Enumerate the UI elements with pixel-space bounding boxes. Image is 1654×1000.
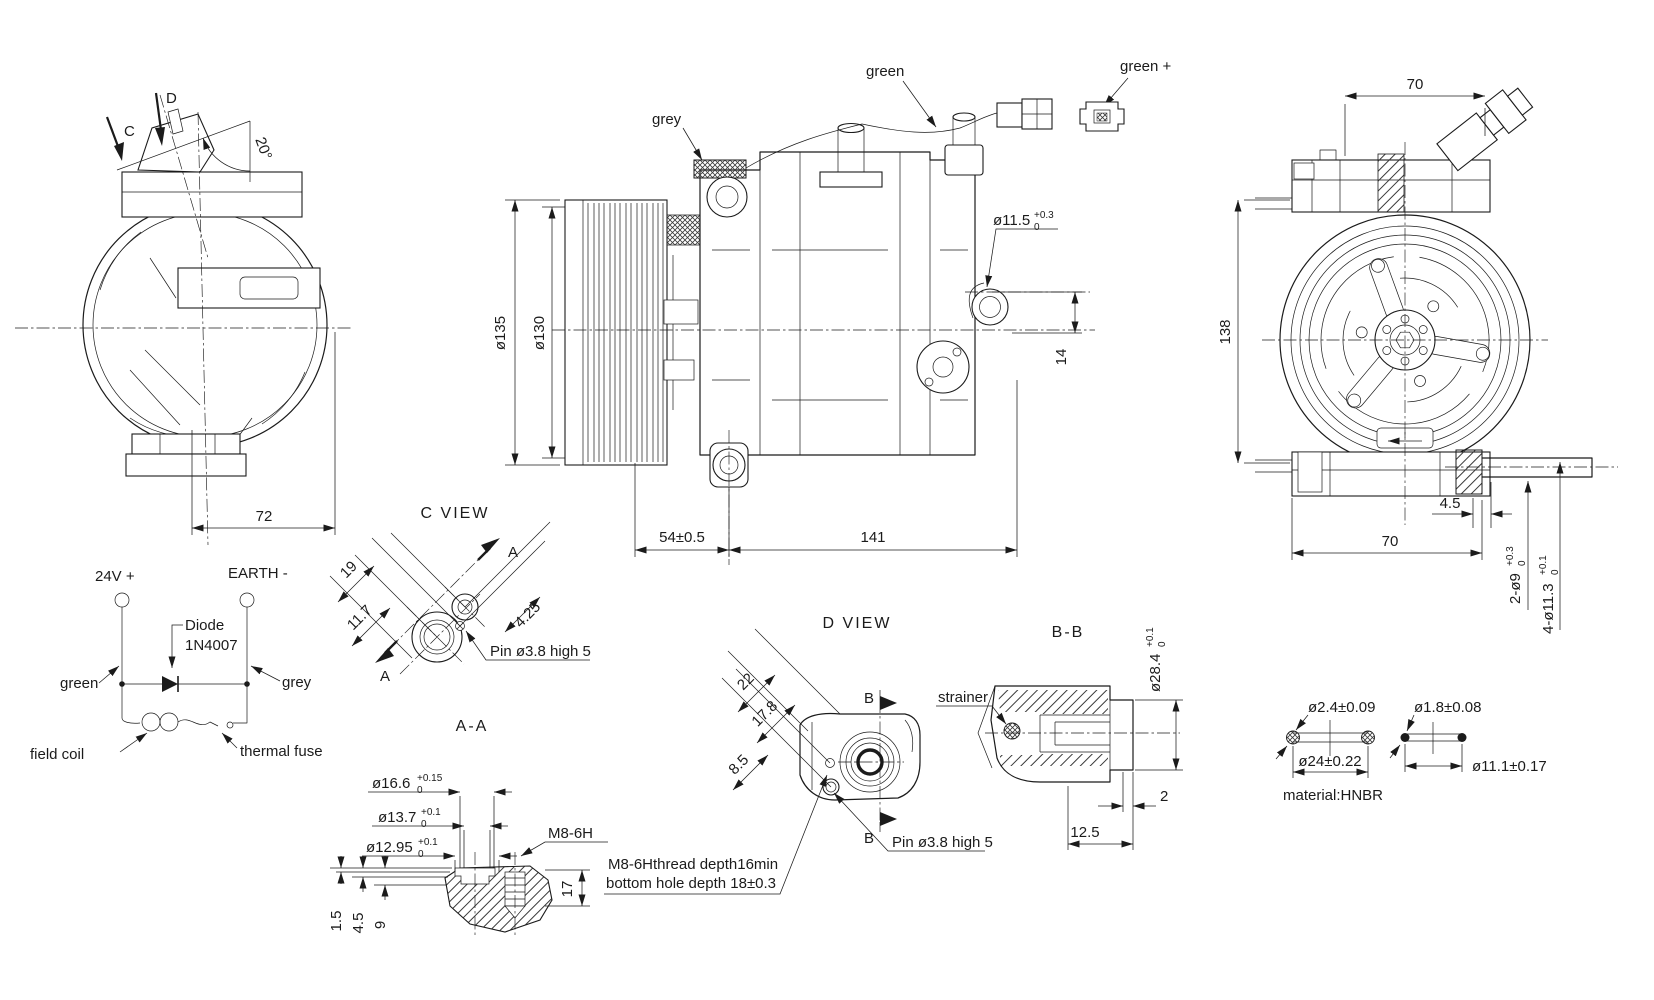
circuit-earth-label: EARTH - — [228, 565, 288, 582]
oring-details: ø2.4±0.09 ø24±0.22 material:HNBR ø1.8±0.… — [1275, 699, 1547, 804]
circuit-green-label: green — [60, 675, 98, 692]
view-aa: A-A ø16.6 +0.15 0 ø13.7 +0.1 0 ø12.95 +0… — [328, 718, 608, 936]
view-side: grey green ø135 ø130 ø11.5 +0.3 0 14 — [492, 63, 1095, 565]
aa-m8-label: M8-6H — [548, 825, 593, 842]
side-grey-label: grey — [652, 111, 682, 128]
bb-d284-dim: ø28.4 — [1147, 654, 1164, 692]
d-view-85-dim: 8.5 — [725, 751, 752, 778]
aa-15-dim: 1.5 — [328, 911, 345, 932]
circuit-diode-label2: 1N4007 — [185, 637, 238, 654]
d-view-178-dim: 17.8 — [748, 697, 781, 730]
oring2-cs-dim: ø1.8±0.08 — [1414, 699, 1481, 716]
bb-d284-sub: 0 — [1157, 641, 1168, 647]
view-bb: B-B strainer ø28.4 +0.1 0 2 12.5 — [936, 624, 1183, 850]
rear-bot70-dim: 70 — [1382, 533, 1399, 550]
d-view-thread-note1: M8-6Hthread depth16min — [608, 856, 778, 873]
front-width-dim: 72 — [256, 508, 273, 525]
view-d: D VIEW B B 22 17.8 8.5 Pin ø3.8 high 5 M… — [604, 615, 993, 895]
d-view-b-label-bottom: B — [864, 830, 874, 847]
bb-125-dim: 12.5 — [1070, 824, 1099, 841]
wiring-diagram: 24V + EARTH - Diode 1N4007 green grey fi… — [30, 565, 323, 763]
side-hole-dim: ø11.5 — [993, 212, 1030, 229]
side-14-dim: 14 — [1053, 349, 1070, 366]
rear-4xd113-dim-sub: 0 — [1550, 569, 1561, 575]
oring1-id-dim: ø24±0.22 — [1298, 753, 1361, 770]
connector-symbol: green + — [1079, 58, 1172, 132]
aa-d1295-dim: ø12.95 — [366, 839, 413, 856]
side-54-dim: 54±0.5 — [659, 529, 705, 546]
aa-d1295-sup: +0.1 — [418, 837, 438, 848]
c-view-a-label-top: A — [508, 544, 518, 561]
view-c: C VIEW 19 11.7 4.25 A A Pin ø3.8 high 5 — [329, 505, 591, 685]
d-view-22-dim: 22 — [734, 670, 758, 694]
side-dia135-dim: ø135 — [492, 316, 509, 350]
aa-d137-sup: +0.1 — [421, 807, 441, 818]
aa-d137-sub: 0 — [421, 819, 427, 830]
aa-d166-sup: +0.15 — [417, 773, 443, 784]
c-view-117-dim: 11.7 — [344, 602, 376, 634]
aa-title: A-A — [456, 718, 489, 735]
aa-d137-dim: ø13.7 — [378, 809, 416, 826]
view-rear: 70 138 4.5 70 2-ø9 +0.3 0 4-ø11.3 +0.1 0 — [1217, 76, 1618, 634]
rear-45-dim: 4.5 — [1440, 495, 1461, 512]
circuit-diode-label1: Diode — [185, 617, 224, 634]
c-view-pin-note: Pin ø3.8 high 5 — [490, 643, 591, 660]
d-view-pin-note: Pin ø3.8 high 5 — [892, 834, 993, 851]
aa-9-dim: 9 — [372, 921, 389, 929]
c-view-425-dim: 4.25 — [511, 598, 544, 631]
front-angle-dim: 20° — [251, 135, 275, 162]
aa-d166-dim: ø16.6 — [372, 775, 410, 792]
bb-2-dim: 2 — [1160, 788, 1168, 805]
rear-2xd9-dim: 2-ø9 — [1507, 573, 1524, 604]
circuit-thermal-fuse-label: thermal fuse — [240, 743, 323, 760]
side-green-label: green — [866, 63, 904, 80]
rear-138-dim: 138 — [1217, 319, 1234, 344]
circuit-field-coil-label: field coil — [30, 746, 84, 763]
rear-4xd113-dim: 4-ø11.3 — [1540, 583, 1557, 634]
circuit-grey-label: grey — [282, 674, 312, 691]
aa-d1295-sub: 0 — [418, 849, 424, 860]
side-hole-dim-sup: +0.3 — [1034, 210, 1054, 221]
rear-2xd9-dim-sup: +0.3 — [1505, 546, 1516, 566]
d-view-thread-note2: bottom hole depth 18±0.3 — [606, 875, 776, 892]
aa-d166-sub: 0 — [417, 785, 423, 796]
rear-4xd113-dim-sup: +0.1 — [1538, 555, 1549, 575]
front-section-c-label: C — [124, 123, 135, 140]
view-front: 20° C D 72 — [15, 90, 352, 546]
aa-45-dim: 4.5 — [350, 913, 367, 934]
c-view-title: C VIEW — [421, 505, 490, 522]
side-hole-dim-sub: 0 — [1034, 222, 1040, 233]
connector-green-plus-label: green + — [1120, 58, 1172, 75]
aa-17-dim: 17 — [559, 881, 576, 898]
front-section-d-label: D — [166, 90, 177, 107]
circuit-24v-label: 24V + — [95, 568, 135, 585]
c-view-19-dim: 19 — [337, 558, 361, 582]
c-view-a-label-bottom: A — [380, 668, 390, 685]
d-view-b-label-top: B — [864, 690, 874, 707]
oring-material-note: material:HNBR — [1283, 787, 1383, 804]
oring1-cs-dim: ø2.4±0.09 — [1308, 699, 1375, 716]
oring2-id-dim: ø11.1±0.17 — [1472, 758, 1547, 775]
d-view-title: D VIEW — [823, 615, 892, 632]
bb-d284-sup: +0.1 — [1145, 627, 1156, 647]
bb-title: B-B — [1052, 624, 1085, 641]
side-dia130-dim: ø130 — [531, 316, 548, 350]
rear-2xd9-dim-sub: 0 — [1517, 560, 1528, 566]
rear-top70-dim: 70 — [1407, 76, 1424, 93]
bb-strainer-label: strainer — [938, 689, 988, 706]
side-141-dim: 141 — [860, 529, 885, 546]
